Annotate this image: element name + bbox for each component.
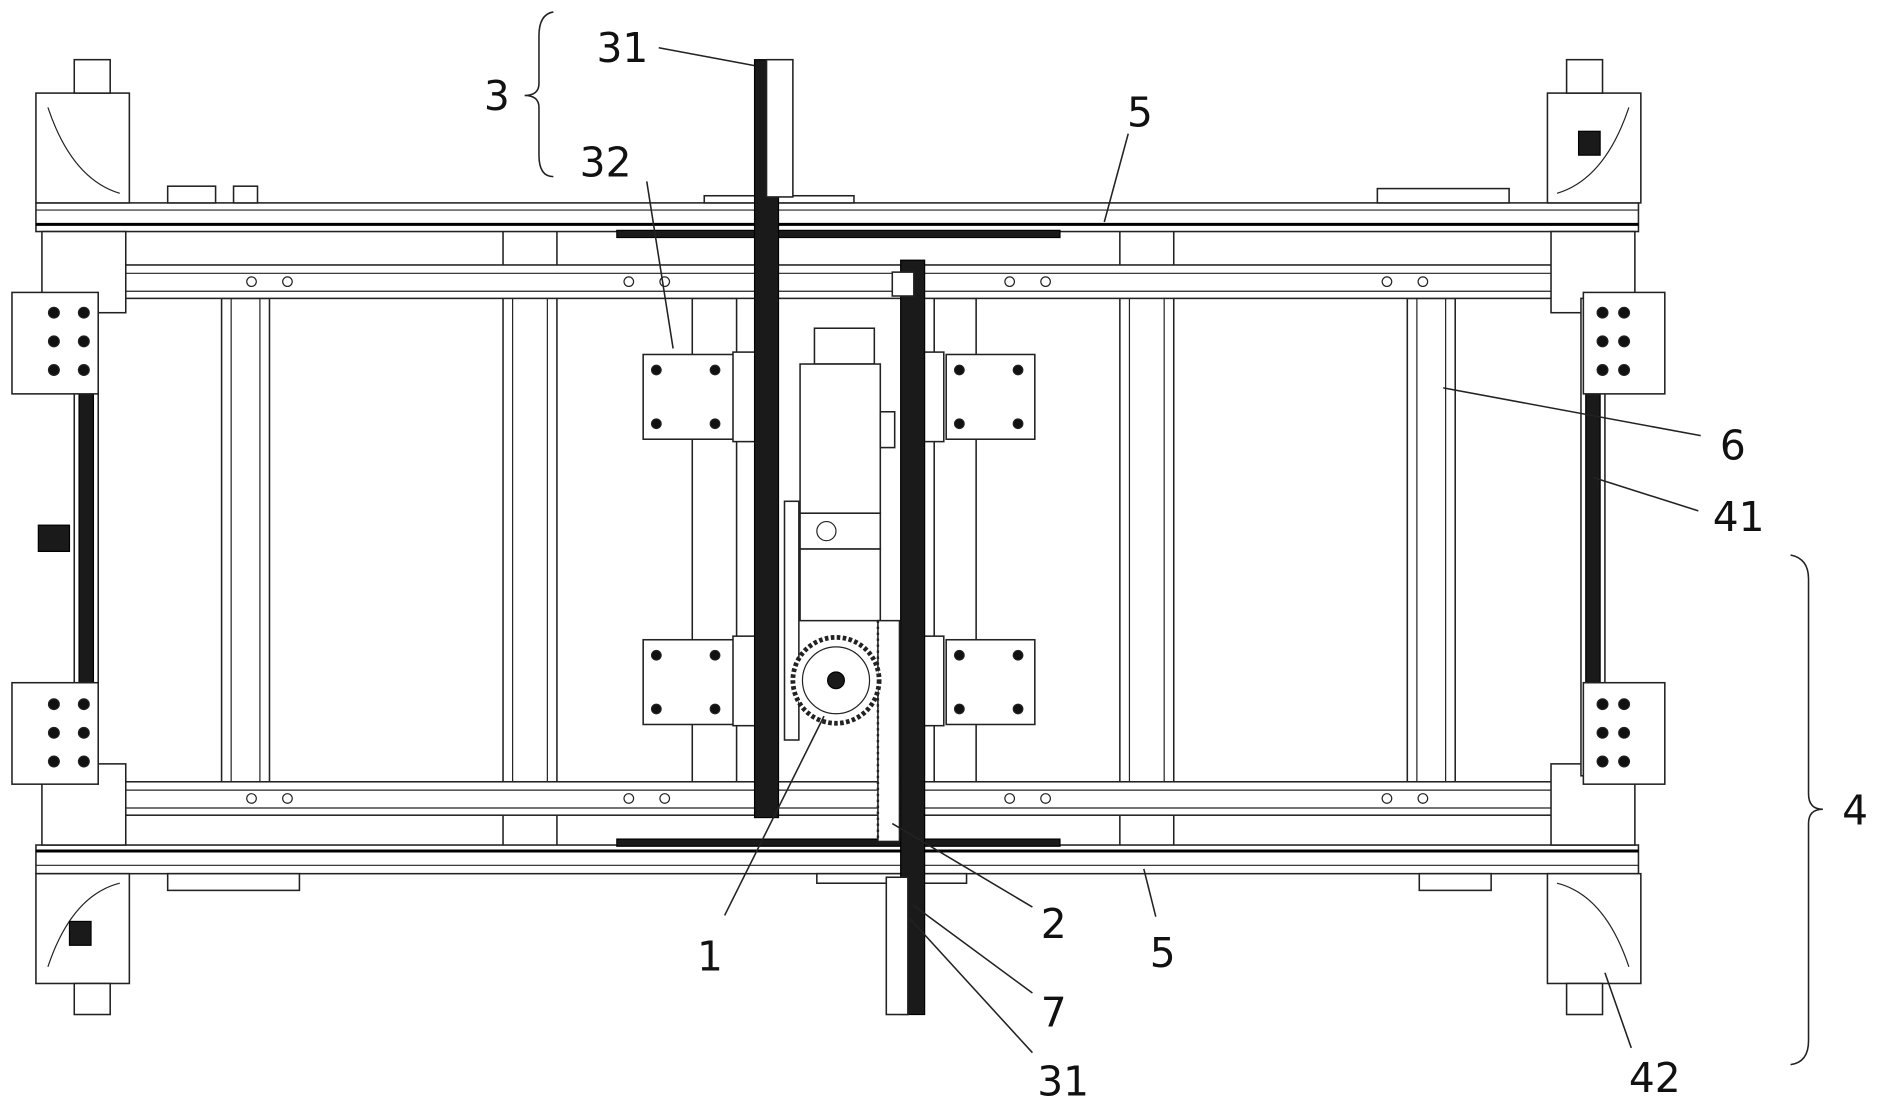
label-2: 2 xyxy=(1041,900,1067,948)
hole xyxy=(652,650,662,660)
hole xyxy=(652,365,662,375)
hole xyxy=(1597,336,1608,347)
hole xyxy=(955,650,965,660)
hole xyxy=(247,794,257,804)
label-31-top: 31 xyxy=(596,24,648,72)
hole xyxy=(1597,756,1608,767)
hole xyxy=(955,365,965,375)
hole xyxy=(1619,307,1630,318)
corner-bracket-bottom-left xyxy=(36,874,129,1015)
hole xyxy=(78,756,89,767)
label-6: 6 xyxy=(1720,422,1746,470)
hole xyxy=(49,307,60,318)
hole xyxy=(1041,277,1051,287)
hole xyxy=(624,277,634,287)
hole xyxy=(49,727,60,738)
hole xyxy=(283,277,293,287)
hole xyxy=(710,704,720,714)
hole xyxy=(955,419,965,429)
hole xyxy=(624,794,634,804)
corner-bracket-top-left xyxy=(36,60,129,203)
label-31-bottom: 31 xyxy=(1037,1058,1089,1106)
label-1: 1 xyxy=(697,932,723,980)
hole xyxy=(49,756,60,767)
hole xyxy=(78,727,89,738)
label-41: 41 xyxy=(1713,493,1765,541)
hole xyxy=(1597,307,1608,318)
hole xyxy=(1619,336,1630,347)
cross-beam-lower xyxy=(114,782,1563,815)
hole xyxy=(660,794,670,804)
hole xyxy=(1418,794,1428,804)
cross-beam-upper xyxy=(114,265,1563,298)
hole xyxy=(49,365,60,376)
hole xyxy=(1013,650,1023,660)
hole xyxy=(1619,365,1630,376)
hole xyxy=(710,650,720,660)
hole xyxy=(1597,727,1608,738)
label-7: 7 xyxy=(1041,989,1067,1037)
label-3: 3 xyxy=(484,72,510,120)
hole xyxy=(1619,727,1630,738)
hole xyxy=(247,277,257,287)
hole xyxy=(710,419,720,429)
hole xyxy=(710,365,720,375)
hole xyxy=(78,336,89,347)
motor xyxy=(800,328,895,620)
hole xyxy=(1382,277,1392,287)
hole xyxy=(49,336,60,347)
hole xyxy=(1597,365,1608,376)
hole xyxy=(1619,756,1630,767)
hole xyxy=(1597,699,1608,710)
reference-labels: 31 3 32 5 6 41 4 42 5 31 7 2 1 xyxy=(484,24,1868,1106)
hole xyxy=(652,704,662,714)
gear xyxy=(793,637,879,723)
hole xyxy=(1013,365,1023,375)
label-5-top: 5 xyxy=(1127,89,1153,137)
hole xyxy=(78,365,89,376)
hole xyxy=(1005,794,1015,804)
hole xyxy=(1005,277,1015,287)
hole xyxy=(78,699,89,710)
hole xyxy=(1041,794,1051,804)
hole xyxy=(49,699,60,710)
label-42: 42 xyxy=(1629,1054,1681,1102)
hole xyxy=(1619,699,1630,710)
hole xyxy=(1013,704,1023,714)
corner-bracket-top-right xyxy=(1547,60,1640,203)
hole xyxy=(283,794,293,804)
corner-bracket-bottom-right xyxy=(1547,874,1640,1015)
hole xyxy=(1418,277,1428,287)
hole xyxy=(1382,794,1392,804)
label-5-bottom: 5 xyxy=(1150,929,1176,977)
frame xyxy=(12,60,1665,1015)
hole xyxy=(1013,419,1023,429)
label-32: 32 xyxy=(580,139,632,187)
hole xyxy=(652,419,662,429)
label-4: 4 xyxy=(1842,787,1868,835)
hole xyxy=(78,307,89,318)
hole xyxy=(955,704,965,714)
